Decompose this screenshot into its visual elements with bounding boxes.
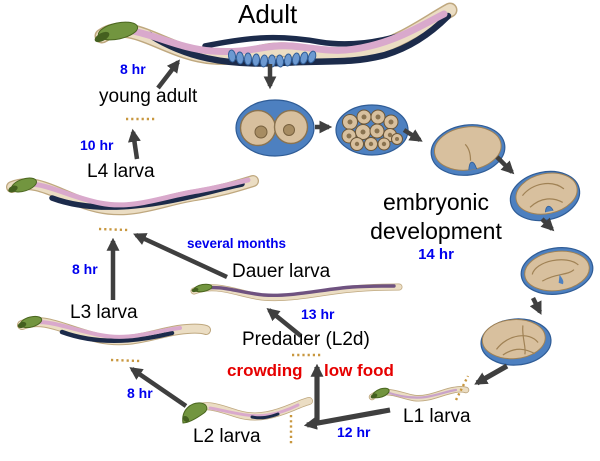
duration-young-adult-to-adult: 8 hr xyxy=(120,61,146,77)
stage-predauer: Predauer (L2d) xyxy=(242,329,370,350)
arrow-young-adult-to-adult xyxy=(156,59,180,90)
condition-crowding: crowding xyxy=(227,361,303,380)
embryo-comma-stage-icon xyxy=(430,124,506,176)
embryo-2cell-icon xyxy=(235,99,315,157)
arrow-hatch-to-l1 xyxy=(474,363,509,386)
arrow-fold-to-1-5-fold xyxy=(540,217,555,232)
arrow-1-5-fold-to-pretzel xyxy=(529,296,543,315)
embryonic-line2: development xyxy=(370,218,502,244)
duration-l3-to-l4: 8 hr xyxy=(72,261,98,277)
arrow-multicell-to-comma xyxy=(402,128,423,142)
stage-l4-larva: L4 larva xyxy=(87,161,155,182)
embryonic-development-label: embryonic development 14 hr xyxy=(350,188,522,264)
title-adult: Adult xyxy=(238,0,298,29)
molt-guide-l4 xyxy=(98,227,129,232)
l3-worm-illustration xyxy=(17,315,211,346)
arrow-predauer-to-dauer xyxy=(266,307,303,338)
condition-low-food: low food xyxy=(324,361,394,380)
duration-l4-to-young-adult: 10 hr xyxy=(80,137,114,153)
duration-embryonic: 14 hr xyxy=(418,246,454,263)
stage-l1-larva: L1 larva xyxy=(403,406,471,427)
arrow-l2-to-l3 xyxy=(129,367,188,408)
embryo-multicell-icon xyxy=(335,104,409,156)
duration-dauer-exit: several months xyxy=(187,236,287,251)
arrow-dauer-to-l4 xyxy=(133,232,228,280)
embryo-1-5-fold-stage-icon xyxy=(520,247,594,295)
stage-young-adult: young adult xyxy=(99,86,198,107)
dauer-worm-illustration xyxy=(190,283,403,302)
embryo-fold-stage-icon xyxy=(509,170,581,222)
stage-dauer-larva: Dauer larva xyxy=(232,261,331,282)
embryonic-line1: embryonic xyxy=(382,189,490,215)
embryo-pretzel-stage-icon xyxy=(480,318,552,366)
l4-head-icon xyxy=(8,177,38,193)
duration-predauer-to-dauer: 13 hr xyxy=(301,306,335,322)
stage-l3-larva: L3 larva xyxy=(70,302,138,323)
l1-head-icon xyxy=(370,387,390,399)
arrow-comma-to-fold xyxy=(495,155,515,175)
dauer-head-icon xyxy=(191,283,213,293)
l2-worm-illustration xyxy=(182,397,313,424)
adult-head-icon xyxy=(94,21,139,43)
duration-l2-to-l3: 8 hr xyxy=(127,385,153,401)
arrow-l1-to-l2 xyxy=(303,407,391,430)
l1-worm-illustration xyxy=(368,386,470,402)
hatch-guide-l1 xyxy=(454,375,470,401)
l4-worm-illustration xyxy=(6,175,259,216)
stage-l2-larva: L2 larva xyxy=(193,426,261,447)
arrow-l4-to-young-adult xyxy=(127,128,141,160)
molt-guide-l3 xyxy=(110,358,141,363)
l3-head-icon xyxy=(17,315,43,329)
l2-head-icon xyxy=(182,402,208,424)
duration-l1-to-l2: 12 hr xyxy=(337,424,371,440)
